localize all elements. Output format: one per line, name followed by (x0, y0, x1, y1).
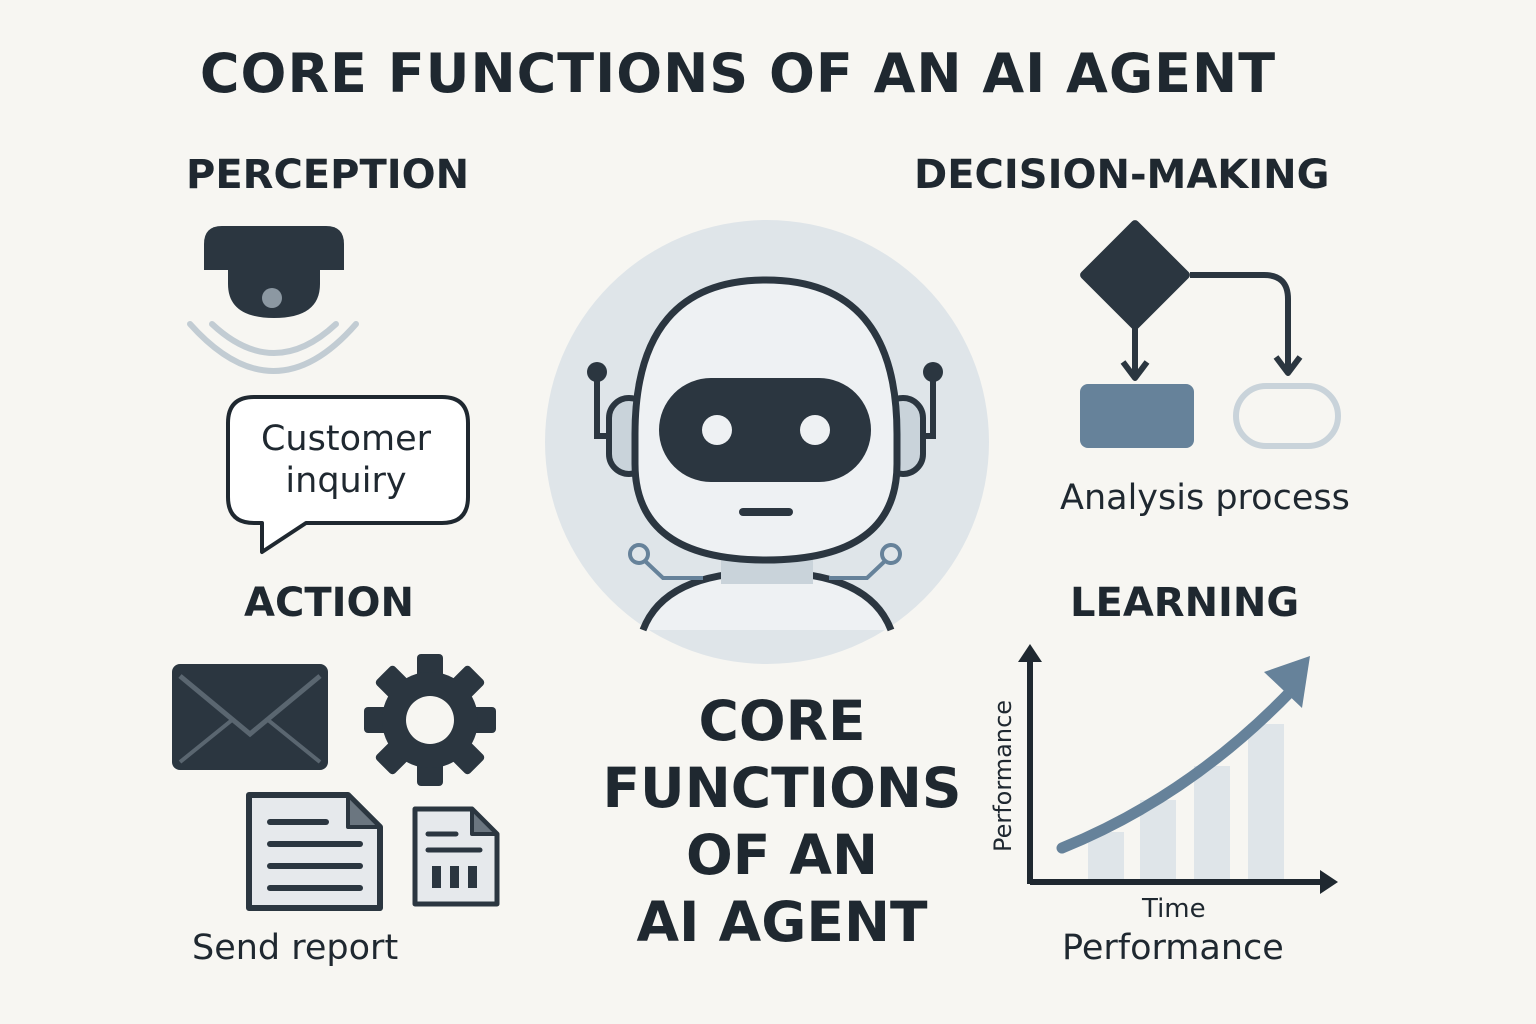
perception-heading: PERCEPTION (186, 152, 470, 198)
gear-icon (364, 654, 496, 786)
document-icon (246, 792, 383, 911)
growth-chart-icon (1018, 644, 1338, 894)
security-camera-icon (187, 226, 359, 374)
chart-y-axis-label: Performance (989, 699, 1017, 853)
action-heading: ACTION (244, 580, 414, 626)
decision-making-heading: DECISION-MAKING (914, 152, 1330, 198)
chart-x-axis-label: Time (1142, 894, 1206, 924)
flowchart-icon (1080, 220, 1341, 449)
main-title: CORE FUNCTIONS OF AN AI AGENT (199, 42, 1277, 105)
performance-label: Performance (1062, 928, 1284, 968)
speech-bubble-icon (226, 395, 470, 554)
center-title: CORE FUNCTIONS OF AN AI AGENT (602, 689, 962, 954)
spreadsheet-icon (412, 806, 500, 907)
speech-bubble-text: Customer inquiry (260, 419, 431, 501)
envelope-icon (172, 664, 328, 770)
robot-icon (545, 220, 989, 664)
learning-heading: LEARNING (1070, 580, 1300, 626)
analysis-process-label: Analysis process (1060, 478, 1350, 518)
send-report-label: Send report (192, 928, 399, 968)
